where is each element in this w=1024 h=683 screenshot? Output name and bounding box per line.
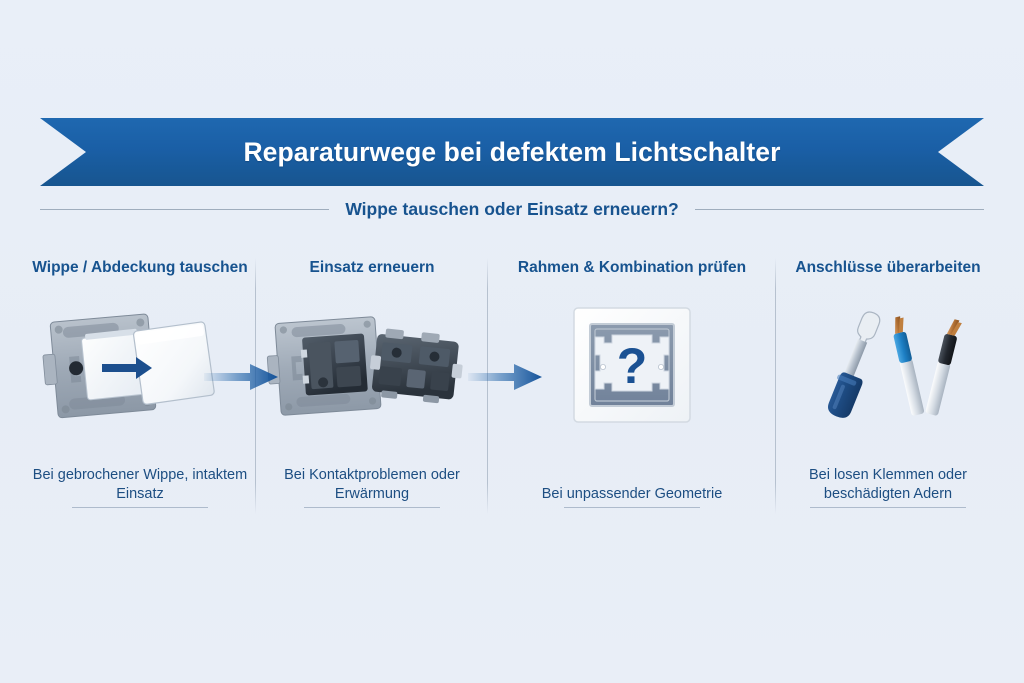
step-1-caption-underline [72, 507, 208, 508]
step-1-illustration [30, 302, 250, 430]
step-3-caption-underline [564, 507, 700, 508]
step-3-illustration: ? [494, 302, 770, 430]
step-2-caption: Bei Kontaktproblemen oder Erwärmung [262, 466, 482, 514]
step-4-caption-text: Bei losen Klemmen oder beschädigten Ader… [809, 466, 967, 503]
step-1-caption-text: Bei gebrochener Wippe, intaktem Einsatz [32, 466, 248, 503]
step-2-caption-underline [304, 507, 440, 508]
step-2-illustration [262, 302, 482, 430]
banner-ribbon-shape [40, 118, 984, 186]
title-banner: Reparaturwege bei defektem Lichtschalter [40, 118, 984, 186]
step-column-2: Einsatz erneuern [256, 252, 488, 514]
column-divider-3 [775, 258, 776, 514]
page-title: Reparaturwege bei defektem Lichtschalter [243, 136, 781, 167]
step-column-4: Anschlüsse überarbeiten [776, 252, 1000, 514]
swap-direction-arrow [102, 357, 152, 379]
step-4-illustration [782, 302, 994, 430]
frame-with-question-mark-icon: ? [573, 307, 691, 423]
column-divider-2 [487, 258, 488, 514]
steps-row: Wippe / Abdeckung tauschen [24, 252, 1000, 514]
page-subtitle: Wippe tauschen oder Einsatz erneuern? [345, 198, 679, 219]
subtitle-row: Wippe tauschen oder Einsatz erneuern? [40, 196, 985, 222]
subtitle-rule-right [694, 208, 985, 210]
step-3-caption: Bei unpassender Geometrie [541, 485, 723, 514]
switch-plate-with-rocker-icon [42, 313, 215, 419]
step-column-3: Rahmen & Kombination prüfen [488, 252, 776, 514]
question-mark-glyph: ? [617, 338, 648, 394]
arrow-step-2-to-3 [468, 364, 542, 390]
switch-insert-mechanism-icon [266, 316, 463, 416]
step-1-caption: Bei gebrochener Wippe, intaktem Einsatz [30, 466, 250, 514]
step-2-caption-text: Bei Kontaktproblemen oder Erwärmung [284, 466, 460, 503]
step-4-title: Anschlüsse überarbeiten [795, 259, 981, 276]
subtitle-rule-left [40, 208, 330, 210]
arrow-step-1-to-2 [204, 364, 278, 390]
screwdriver-and-wires-icon [827, 311, 962, 418]
step-2-title: Einsatz erneuern [309, 259, 435, 276]
step-4-caption-underline [810, 507, 966, 508]
step-3-caption-text: Bei unpassender Geometrie [541, 486, 723, 503]
step-1-title: Wippe / Abdeckung tauschen [32, 259, 248, 276]
step-3-title: Rahmen & Kombination prüfen [517, 259, 747, 276]
step-4-caption: Bei losen Klemmen oder beschädigten Ader… [782, 466, 994, 514]
